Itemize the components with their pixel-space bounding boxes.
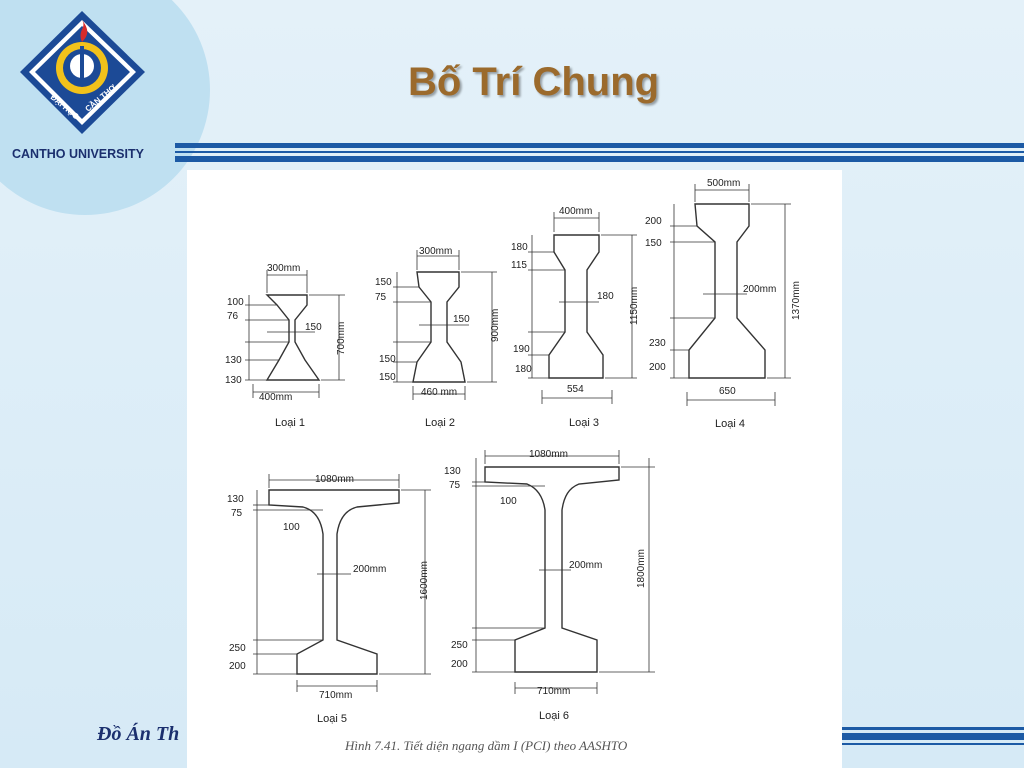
section-1-dim-a: 100 [227,297,244,308]
section-6-dim-a: 130 [444,466,461,477]
section-4-bottom-dim: 650 [719,386,736,397]
section-1-height-dim: 700mm [336,322,347,355]
section-1-dim-c: 130 [225,355,242,366]
section-1-top-dim: 300mm [267,263,300,274]
section-3-height-dim: 1150mm [629,287,640,325]
section-4-web-dim: 200mm [743,284,776,295]
section-1-label: Loại 1 [275,417,305,429]
section-4-top-dim: 500mm [707,178,740,189]
section-6-bottom-dim: 710mm [537,686,570,697]
section-2-dim-b: 75 [375,292,387,303]
section-6-dim-c: 100 [500,496,517,507]
section-type-6: 1080mm 710mm 200mm 1800mm 130 75 100 250… [444,449,655,722]
section-type-4: 500mm 650 200mm 1370mm 200 150 230 200 L… [645,178,802,430]
section-5-dim-c: 100 [283,522,300,533]
university-logo: ĐẠI HỌC CẦN THƠ [20,11,145,134]
section-5-dim-a: 130 [227,494,244,505]
section-6-web-dim: 200mm [569,560,602,571]
section-3-dim-b: 115 [511,260,527,271]
section-3-dim-c: 190 [513,344,530,355]
section-4-dim-b: 150 [645,238,662,249]
section-3-bottom-dim: 554 [567,384,584,395]
section-2-web-dim: 150 [453,314,470,325]
beam-drawing: 300mm 400mm 150 700mm 100 76 130 130 Loạ… [225,178,802,725]
slide-title: Bố Trí Chung [408,60,660,104]
section-6-top-dim: 1080mm [529,449,568,460]
section-2-top-dim: 300mm [419,246,452,257]
header-stripes [175,143,1024,162]
section-1-web-dim: 150 [305,322,322,333]
footer-course-title: Đồ Án Th [97,723,180,745]
beam-cross-section-figure: 300mm 400mm 150 700mm 100 76 130 130 Loạ… [187,170,842,768]
section-1-dim-d: 130 [225,375,242,386]
section-4-dim-c: 230 [649,338,666,349]
section-5-top-dim: 1080mm [315,474,354,485]
section-type-3: 400mm 554 180 1150mm 180 115 190 180 Loạ… [511,206,640,429]
section-type-5: 1080mm 710mm 200mm 1600mm 130 75 100 250… [227,474,431,725]
section-2-dim-a: 150 [375,277,392,288]
section-3-dim-a: 180 [511,242,528,253]
section-6-dim-e: 200 [451,659,468,670]
section-2-dim-d: 150 [379,372,396,383]
section-5-label: Loại 5 [317,713,347,725]
footer-stripes [842,727,1024,745]
section-2-height-dim: 900mm [490,309,501,342]
section-1-dim-b: 76 [227,311,239,322]
section-3-web-dim: 180 [597,291,614,302]
section-type-1: 300mm 400mm 150 700mm 100 76 130 130 Loạ… [225,263,347,429]
section-5-dim-b: 75 [231,508,243,519]
figure-caption: Hình 7.41. Tiết diện ngang dầm I (PCI) t… [345,738,628,753]
torch-flame-icon [80,20,88,42]
section-4-label: Loại 4 [715,418,745,430]
section-1-bottom-dim: 400mm [259,392,292,403]
section-3-top-dim: 400mm [559,206,592,217]
section-5-height-dim: 1600mm [419,561,430,600]
section-4-dim-a: 200 [645,216,662,227]
section-6-height-dim: 1800mm [636,549,647,588]
section-4-height-dim: 1370mm [791,281,802,320]
section-2-dim-c: 150 [379,354,396,365]
section-6-dim-b: 75 [449,480,461,491]
section-5-web-dim: 200mm [353,564,386,575]
section-5-bottom-dim: 710mm [319,690,352,701]
section-2-label: Loại 2 [425,417,455,429]
section-3-dim-d: 180 [515,364,532,375]
section-6-label: Loại 6 [539,710,569,722]
section-4-dim-d: 200 [649,362,666,373]
university-name: CANTHO UNIVERSITY [12,147,144,161]
section-2-bottom-dim: 460 mm [421,387,457,398]
section-5-dim-d: 250 [229,643,246,654]
section-type-2: 300mm 460 mm 150 900mm 150 75 150 150 Lo… [375,246,501,429]
section-6-dim-d: 250 [451,640,468,651]
section-5-dim-e: 200 [229,661,246,672]
section-3-label: Loại 3 [569,417,599,429]
